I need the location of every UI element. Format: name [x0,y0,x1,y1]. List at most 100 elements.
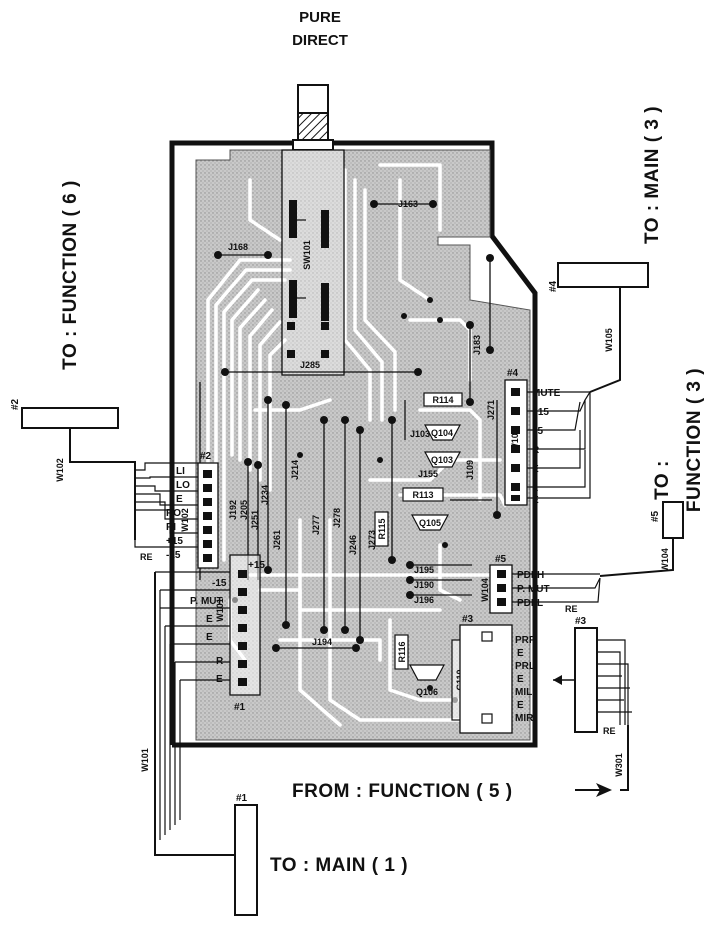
svg-text:PRL: PRL [515,661,535,672]
svg-text:R115: R115 [377,518,387,539]
svg-text:RI: RI [166,522,176,533]
svg-text:W301: W301 [614,753,624,777]
jumper-wires [199,203,498,649]
w104-pin-labels: PDLH P. MUT PDLL RE W104 [480,570,578,614]
svg-text:J183: J183 [472,335,482,355]
svg-text:J234: J234 [260,485,270,505]
resistor-r116: R116 [394,634,409,670]
to-main-1-label: TO : MAIN ( 1 ) [270,855,408,876]
svg-text:Q106: Q106 [416,687,438,697]
pure-direct-switch-shaft [292,84,334,151]
w301-pin-labels: PRR E PRL E MIL E MIR [515,635,537,724]
to-function-3-label-b: FUNCTION ( 3 ) [684,368,705,512]
transistor-q105: Q105 [411,514,449,531]
svg-text:J196: J196 [414,595,434,605]
svg-text:15: 15 [532,426,544,437]
sw101-switch-body [281,149,345,376]
solder-pads [214,200,501,703]
svg-text:PDLL: PDLL [517,598,543,609]
header-3: #3 [459,614,513,734]
w105-fan-lines [527,391,591,499]
connector-3-w301: #3 RE W301 [553,616,632,791]
from-function-5-arrow [575,783,612,797]
svg-text:W102: W102 [180,508,190,532]
svg-text:#2: #2 [10,398,21,410]
svg-text:#1: #1 [236,793,248,804]
svg-text:J155: J155 [418,469,438,479]
transistor-q104: Q104 [424,424,461,441]
svg-text:#5: #5 [495,554,507,565]
svg-text:MIR: MIR [515,713,534,724]
svg-text:E: E [532,464,539,475]
svg-text:J261: J261 [272,530,282,550]
resistor-r114: R114 [423,392,463,407]
svg-text:P. MUT: P. MUT [517,584,550,595]
svg-text:PDLH: PDLH [517,570,544,581]
svg-text:J194: J194 [312,637,332,647]
resistor-r113: R113 [402,487,444,502]
svg-text:Q104: Q104 [431,428,453,438]
svg-text:J273: J273 [367,530,377,550]
svg-text:P. MUT: P. MUT [190,596,223,607]
svg-text:MUTE: MUTE [532,388,561,399]
svg-text:W101: W101 [140,748,150,772]
svg-text:R114: R114 [432,395,453,405]
pure-direct-title-line2: DIRECT [292,32,348,49]
svg-text:Q103: Q103 [431,455,453,465]
transistor-q103: Q103 [424,451,461,468]
svg-text:W105: W105 [510,428,520,452]
svg-text:-15: -15 [212,578,227,589]
svg-text:MIL: MIL [515,687,532,698]
svg-text:L: L [532,483,538,494]
svg-text:J246: J246 [348,535,358,555]
svg-text:E: E [517,648,524,659]
connector-2-w102: TO : FUNCTION ( 6 ) #2 W102 RE [10,180,153,562]
svg-text:RE: RE [603,726,616,736]
header-1: #1 [229,554,261,713]
svg-text:#4: #4 [507,368,519,379]
svg-text:J168: J168 [228,242,248,252]
chassis-outline [169,140,538,748]
svg-text:W104: W104 [480,578,490,602]
transistor-q106: Q106 [409,664,445,697]
svg-text:#1: #1 [234,702,246,713]
header-5: #5 [489,554,513,614]
svg-text:J109: J109 [465,460,475,480]
svg-text:E: E [532,495,539,506]
svg-text:#5: #5 [650,510,661,522]
svg-text:J192: J192 [228,500,238,520]
svg-text:W104: W104 [660,548,670,572]
w105-pin-labels: MUTE +15 15 R E L E W105 [510,388,561,506]
svg-text:E: E [216,674,223,685]
svg-text:E: E [517,700,524,711]
svg-text:RO: RO [166,508,181,519]
connector-1-w101: W101 #1 TO : MAIN ( 1 ) [140,572,408,916]
svg-text:W105: W105 [604,328,614,352]
svg-text:E: E [206,614,213,625]
connector-5-w104: TO : FUNCTION ( 3 ) #5 W104 [599,368,705,577]
svg-text:J214: J214 [290,460,300,480]
svg-text:R: R [216,656,224,667]
svg-text:PRR: PRR [515,635,537,646]
svg-text:RE: RE [140,552,153,562]
svg-text:J277: J277 [311,515,321,535]
connector-4-w105: TO : MAIN ( 3 ) #4 W105 [548,106,663,393]
svg-text:J271: J271 [486,400,496,420]
svg-text:LO: LO [176,480,190,491]
header-4: #4 [504,368,528,506]
svg-text:+15: +15 [532,407,549,418]
svg-text:SW101: SW101 [302,240,312,270]
svg-text:R: R [532,445,540,456]
svg-text:J163: J163 [398,199,418,209]
svg-text:R116: R116 [397,641,407,662]
svg-text:R113: R113 [412,490,433,500]
w101-fan-lines [155,571,230,840]
w102-pin-labels: LI LO E RO RI +15 -15 W102 [166,466,190,561]
svg-text:E: E [176,494,183,505]
w104-fan-lines [512,573,601,603]
svg-text:+15: +15 [248,560,265,571]
w102-fan-lines [134,462,198,548]
w101-pin-labels: +15 -15 P. MUT E E R E W101 [190,560,265,685]
header-2: #2 [197,451,219,569]
